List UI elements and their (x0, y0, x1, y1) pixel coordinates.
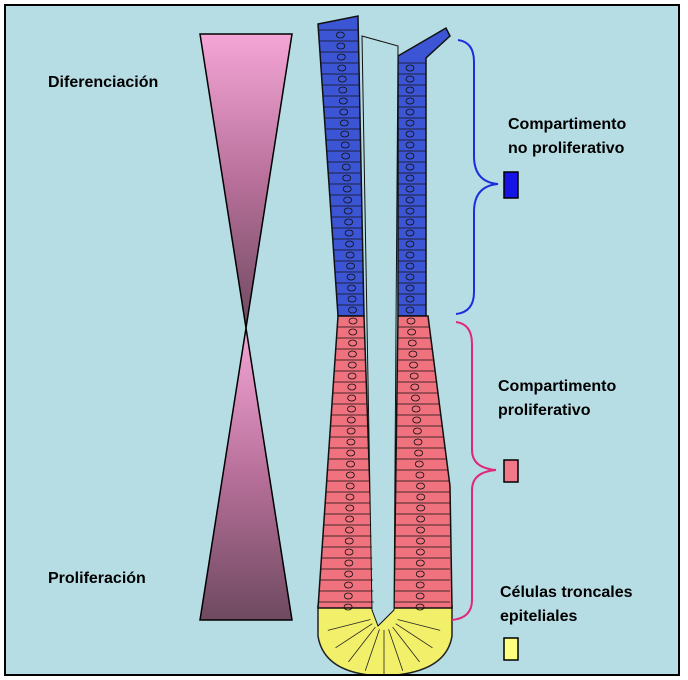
non-proliferative-swatch (504, 172, 518, 198)
diagram-frame: Diferenciación Proliferación Compartimen… (4, 4, 680, 676)
proliferative-label-line1: Compartimento (498, 376, 616, 398)
stem-cells-label-line2: epiteliales (500, 606, 577, 628)
non-proliferative-label-line2: no proliferativo (508, 138, 624, 160)
proliferative-label-line2: proliferativo (498, 400, 590, 422)
differentiation-label: Diferenciación (48, 72, 158, 94)
proliferative-swatch (504, 460, 518, 482)
right-wall-non-proliferative (398, 28, 450, 316)
proliferation-label: Proliferación (48, 568, 146, 590)
non-proliferative-label-line1: Compartimento (508, 114, 626, 136)
left-wall-non-proliferative (318, 16, 364, 316)
non-proliferative-bracket (456, 40, 498, 314)
stem-cells-label-line1: Células troncales (500, 582, 633, 604)
proliferative-bracket (452, 322, 496, 620)
differentiation-triangle (200, 34, 292, 328)
stem-cells-swatch (504, 638, 518, 660)
proliferation-triangle (200, 328, 292, 620)
